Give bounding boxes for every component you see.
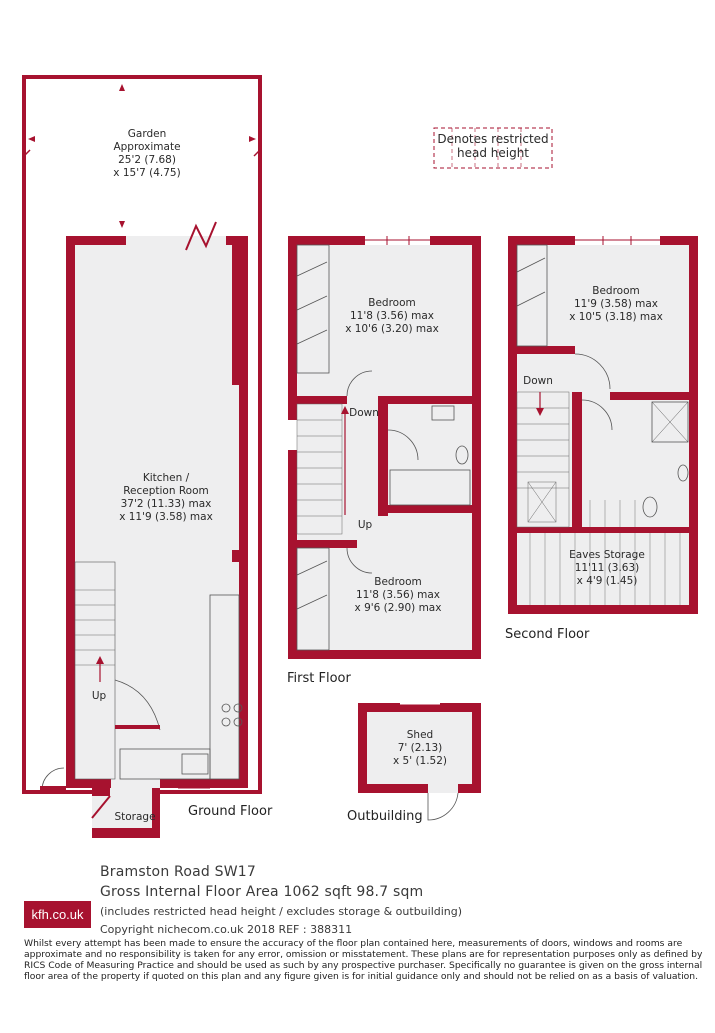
- eaves-restricted-hatch: [529, 500, 681, 605]
- eaves-dim2: x 4'9 (1.45): [577, 575, 638, 587]
- second-floor-title: Second Floor: [505, 627, 590, 642]
- second-bedroom-dim2: x 10'5 (3.18) max: [569, 311, 663, 323]
- legend-restricted-head-height: Denotes restricted head height: [433, 127, 553, 169]
- kitchen-worktop: [209, 594, 240, 780]
- storage-label: Storage: [114, 811, 155, 823]
- copyright: Copyright nichecom.co.uk 2018 REF : 3883…: [100, 923, 353, 936]
- area-notes: (includes restricted head height / exclu…: [100, 905, 463, 918]
- garden-approximate: Approximate: [113, 141, 180, 153]
- second-down-label: Down: [523, 375, 553, 387]
- ground-floor-title: Ground Floor: [188, 804, 273, 819]
- wc-icon: [642, 496, 658, 518]
- first-bedroom2-dim2: x 9'6 (2.90) max: [355, 602, 442, 614]
- first-floor-stairs: [296, 403, 343, 535]
- first-up-label: Up: [358, 519, 373, 531]
- hob-icon: [221, 703, 243, 727]
- eaves-dim1: 11'11 (3.63): [575, 562, 640, 574]
- kitchen-dim1: 37'2 (11.33) max: [121, 498, 212, 510]
- second-floor-plan: Bedroom 11'9 (3.58) max x 10'5 (3.18) ma…: [505, 236, 698, 642]
- kitchen-name: Kitchen /: [143, 472, 190, 484]
- disclaimer: Whilst every attempt has been made to en…: [24, 938, 703, 982]
- ground-stairs-up-label: Up: [92, 690, 107, 702]
- garden-dim2: x 15'7 (4.75): [113, 167, 180, 179]
- first-floor-title: First Floor: [287, 671, 351, 686]
- outbuilding-plan: Shed 7' (2.13) x 5' (1.52) Outbuilding: [347, 701, 481, 824]
- legend-line1: Denotes restricted: [437, 132, 548, 146]
- kitchen-name-2: Reception Room: [123, 485, 209, 497]
- kfh-logo: kfh.co.uk: [24, 901, 91, 928]
- shed-name: Shed: [407, 729, 433, 741]
- first-bedroom1-dim2: x 10'6 (3.20) max: [345, 323, 439, 335]
- second-bedroom-dim1: 11'9 (3.58) max: [574, 298, 658, 310]
- first-bedroom2-dim1: 11'8 (3.56) max: [356, 589, 440, 601]
- shed-dim1: 7' (2.13): [398, 742, 442, 754]
- property-address: Bramston Road SW17: [100, 864, 256, 880]
- gross-internal-area: Gross Internal Floor Area 1062 sqft 98.7…: [100, 884, 424, 900]
- floor-plan-drawing: Garden Approximate 25'2 (7.68) x 15'7 (4…: [22, 75, 698, 838]
- second-bedroom-name: Bedroom: [592, 285, 640, 297]
- kitchen-dim2: x 11'9 (3.58) max: [119, 511, 213, 523]
- bath-icon: [389, 469, 471, 506]
- shed-dim2: x 5' (1.52): [393, 755, 447, 767]
- garden-name: Garden: [128, 128, 166, 140]
- first-bedroom2-name: Bedroom: [374, 576, 422, 588]
- eaves-name: Eaves Storage: [569, 549, 645, 561]
- outbuilding-title: Outbuilding: [347, 809, 423, 824]
- wardrobes-first-floor: [296, 244, 419, 651]
- garden-dim1: 25'2 (7.68): [118, 154, 176, 166]
- sink-icon: [181, 753, 209, 775]
- legend-line2: head height: [457, 146, 529, 160]
- first-floor-plan: Bedroom 11'8 (3.56) max x 10'6 (3.20) ma…: [287, 236, 481, 686]
- first-bedroom1-dim1: 11'8 (3.56) max: [350, 310, 434, 322]
- shower-icon: [651, 401, 689, 443]
- first-bedroom1-name: Bedroom: [368, 297, 416, 309]
- first-down-label: Down: [349, 407, 379, 419]
- garden-dimension-arrows: [28, 84, 256, 228]
- ground-stairs: [75, 589, 115, 666]
- ground-floor-plan: Garden Approximate 25'2 (7.68) x 15'7 (4…: [22, 75, 273, 838]
- wardrobes-second-floor: [516, 244, 613, 431]
